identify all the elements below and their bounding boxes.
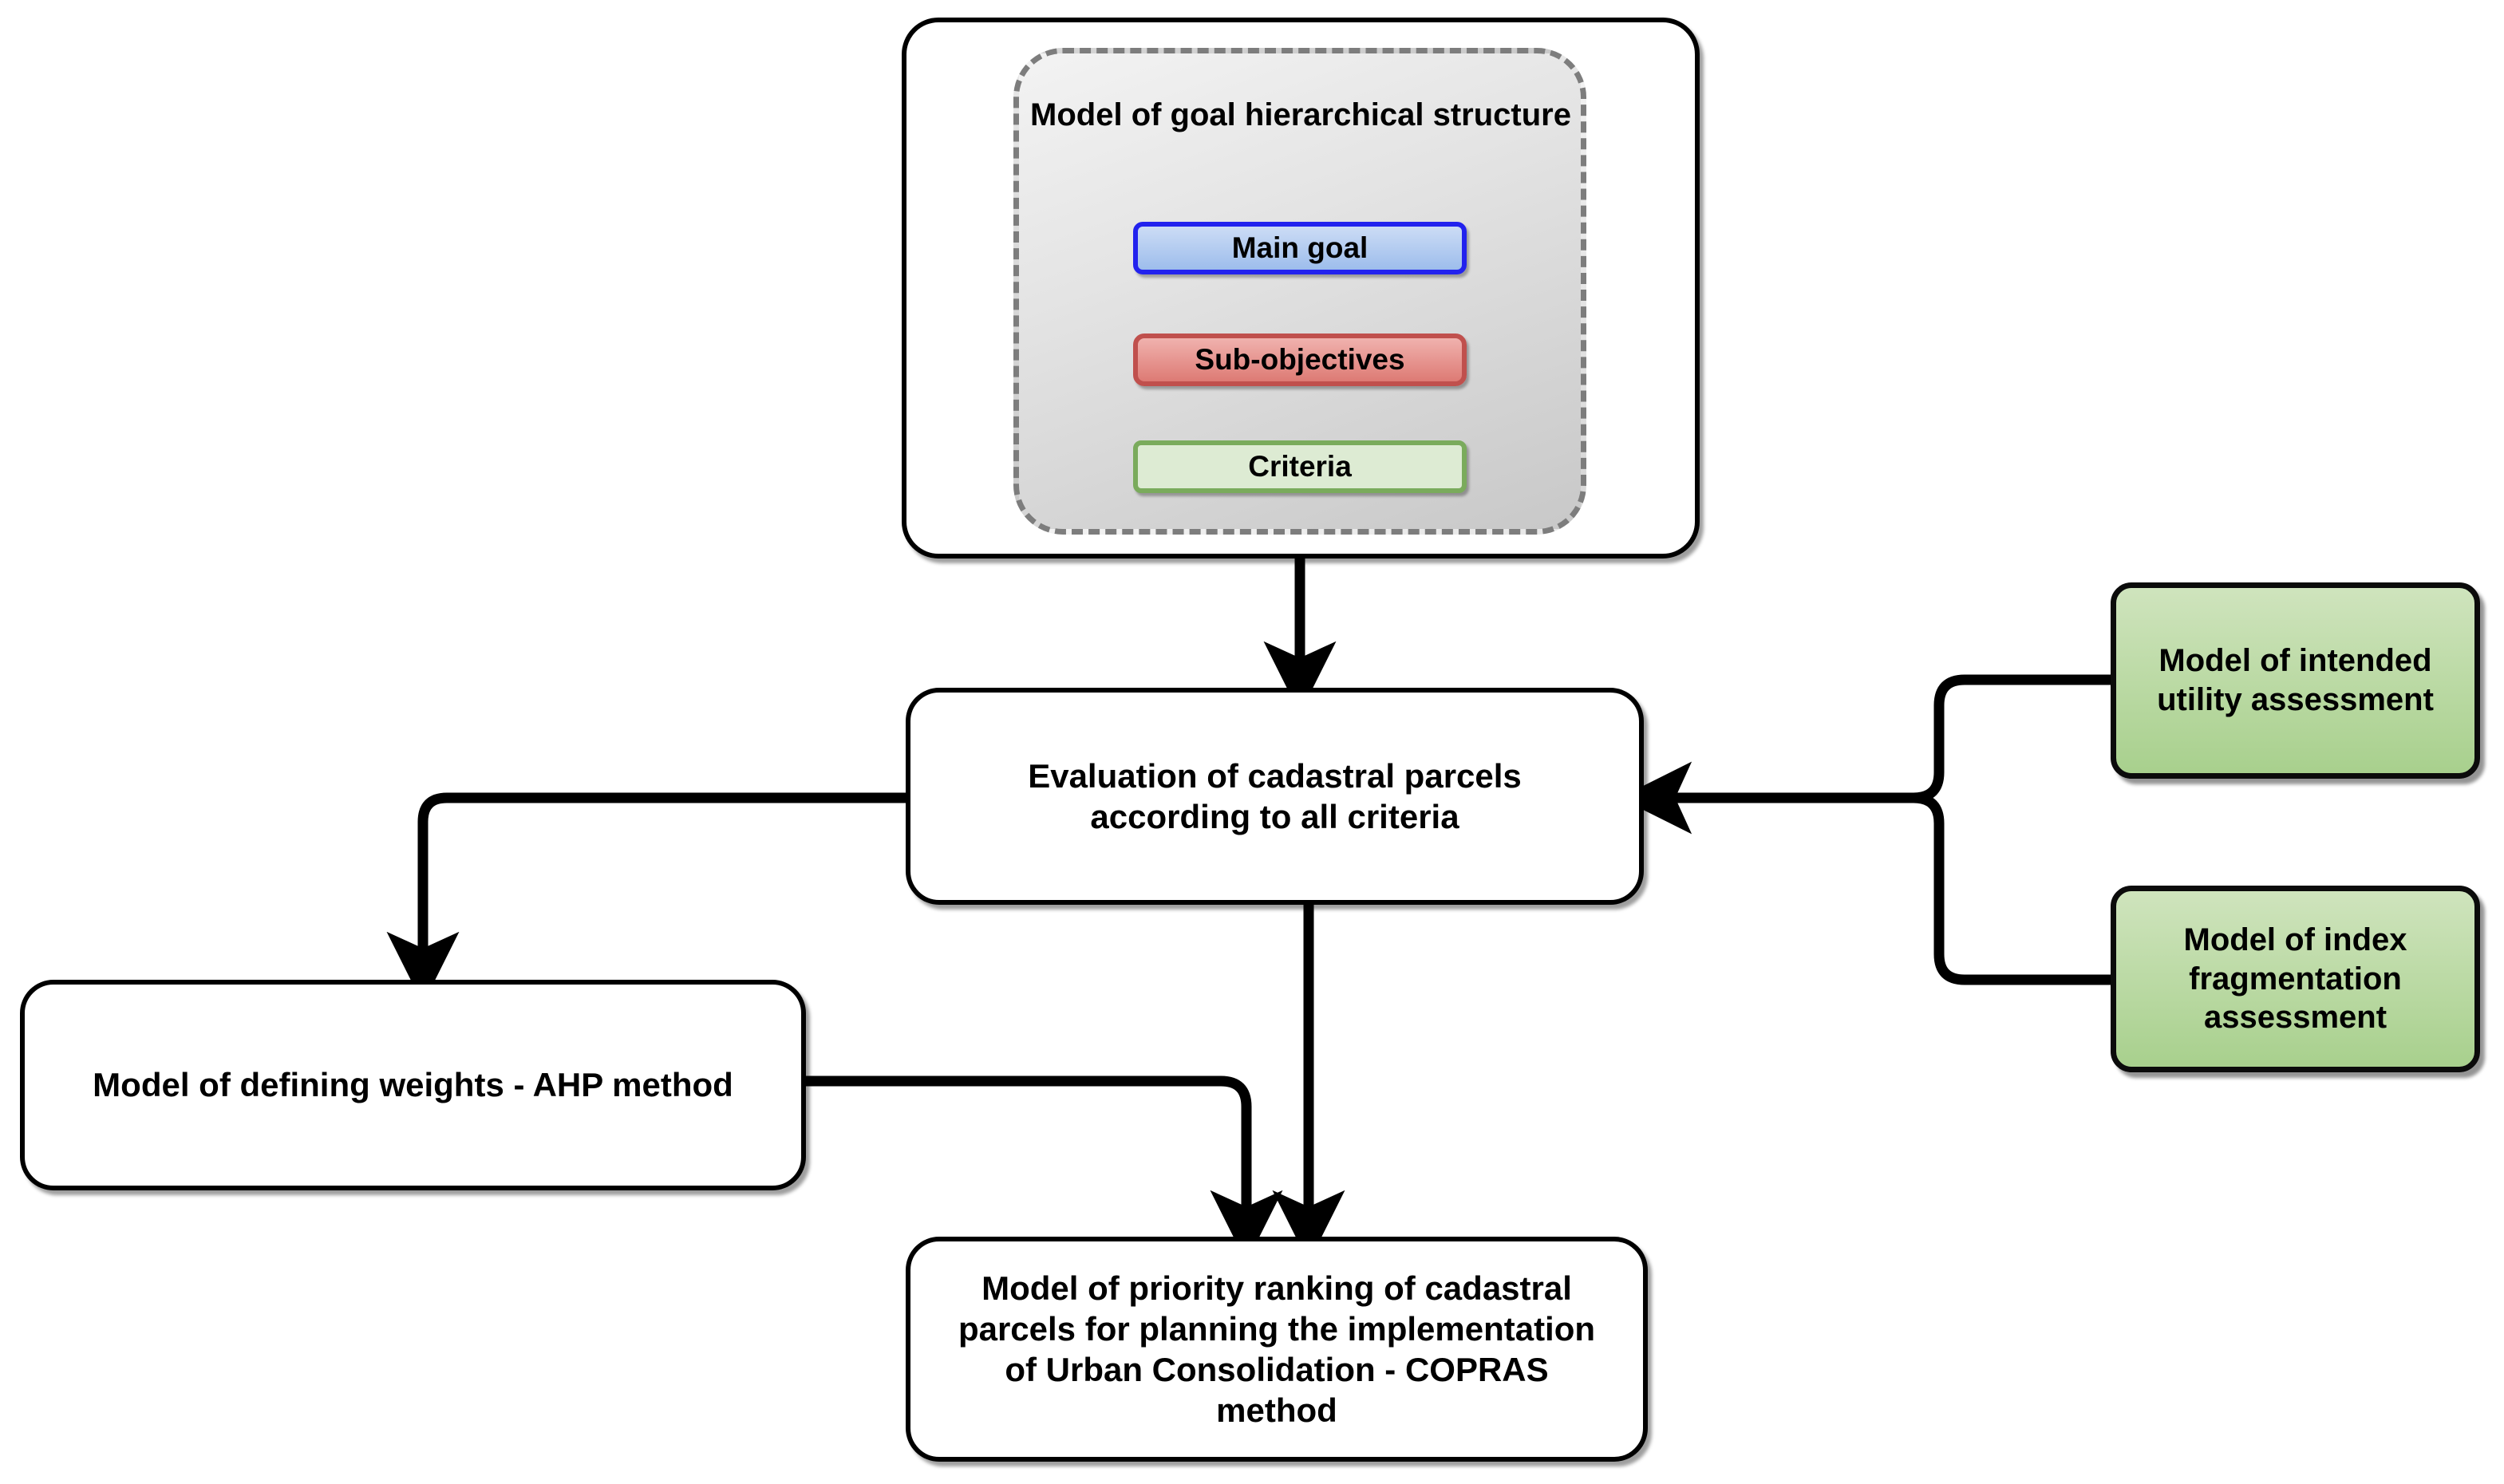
- node-criteria[interactable]: Criteria: [1133, 440, 1467, 493]
- node-evaluation-of-cadastral-parcels[interactable]: Evaluation of cadastral parcels accordin…: [906, 688, 1644, 905]
- goal-hierarchy-title: Model of goal hierarchical structure: [1030, 97, 1571, 132]
- edge-utility-evaluation: [1619, 674, 2111, 835]
- edge-ahp-copras: [806, 1076, 1283, 1263]
- edge-evaluation-ahp: [386, 792, 906, 1004]
- node-model-defining-weights-ahp[interactable]: Model of defining weights - AHP method: [20, 980, 806, 1190]
- edge-fragmentation-evaluation: [1657, 792, 2111, 985]
- node-main-goal[interactable]: Main goal: [1133, 222, 1467, 274]
- node-model-intended-utility-assessment[interactable]: Model of intended utility assessment: [2111, 582, 2480, 779]
- node-sub-objectives[interactable]: Sub-objectives: [1133, 334, 1467, 386]
- node-model-index-fragmentation-assessment[interactable]: Model of index fragmentation assessment: [2111, 886, 2480, 1072]
- node-model-priority-ranking-copras[interactable]: Model of priority ranking of cadastral p…: [906, 1237, 1648, 1462]
